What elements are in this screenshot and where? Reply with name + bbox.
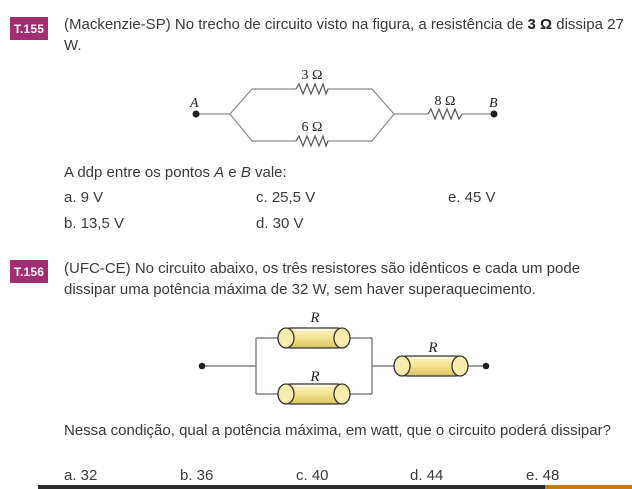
page-bottom-accent [545, 485, 632, 489]
label-r-bottom: R [309, 369, 319, 385]
option-156-d[interactable]: d. 44 [410, 467, 444, 484]
label-r-top: 3 Ω [302, 68, 323, 83]
resistor-series [393, 355, 469, 377]
terminal-left [198, 362, 206, 370]
question-badge-155: T.155 [10, 17, 48, 40]
label-b: B [489, 96, 498, 111]
label-a: A [189, 96, 199, 111]
question-prompt-155: A ddp entre os pontos A e B vale: [64, 164, 287, 181]
question-badge-156: T.156 [10, 260, 48, 283]
option-156-c[interactable]: c. 40 [296, 467, 329, 484]
terminal-a [192, 110, 200, 118]
question-prompt-156: Nessa condição, qual a potência máxima, … [64, 422, 611, 439]
question-text-156: (UFC-CE) No circuito abaixo, os três res… [64, 260, 581, 298]
option-155-b[interactable]: b. 13,5 V [64, 215, 125, 232]
resistor-3ohm [295, 82, 329, 96]
label-r-bottom: 6 Ω [302, 120, 323, 135]
resistor-top [277, 327, 351, 349]
label-r-series: 8 Ω [435, 94, 456, 109]
option-156-b[interactable]: b. 36 [180, 467, 214, 484]
option-155-a[interactable]: a. 9 V [64, 189, 104, 206]
resistor-6ohm [295, 134, 329, 148]
option-155-d[interactable]: d. 30 V [256, 215, 304, 232]
terminal-b [490, 110, 498, 118]
option-156-a[interactable]: a. 32 [64, 467, 98, 484]
circuit-diagram-155: A B 3 Ω 6 Ω 8 Ω [189, 68, 498, 148]
question-text-155: (Mackenzie-SP) No trecho de circuito vis… [64, 16, 624, 54]
question-source: (UFC-CE) [64, 260, 131, 277]
highlight-resistance: 3 Ω [527, 16, 553, 33]
resistor-bottom [277, 383, 351, 405]
option-156-e[interactable]: e. 48 [526, 467, 560, 484]
label-r-top: R [309, 310, 319, 326]
option-155-e[interactable]: e. 45 V [448, 189, 496, 206]
circuit-diagram-156: R R R [198, 310, 490, 405]
label-r-series: R [427, 340, 437, 356]
resistor-8ohm [427, 107, 463, 121]
terminal-right [482, 362, 490, 370]
question-source: (Mackenzie-SP) [64, 16, 171, 33]
page-bottom-rule [38, 485, 632, 489]
option-155-c[interactable]: c. 25,5 V [256, 189, 316, 206]
